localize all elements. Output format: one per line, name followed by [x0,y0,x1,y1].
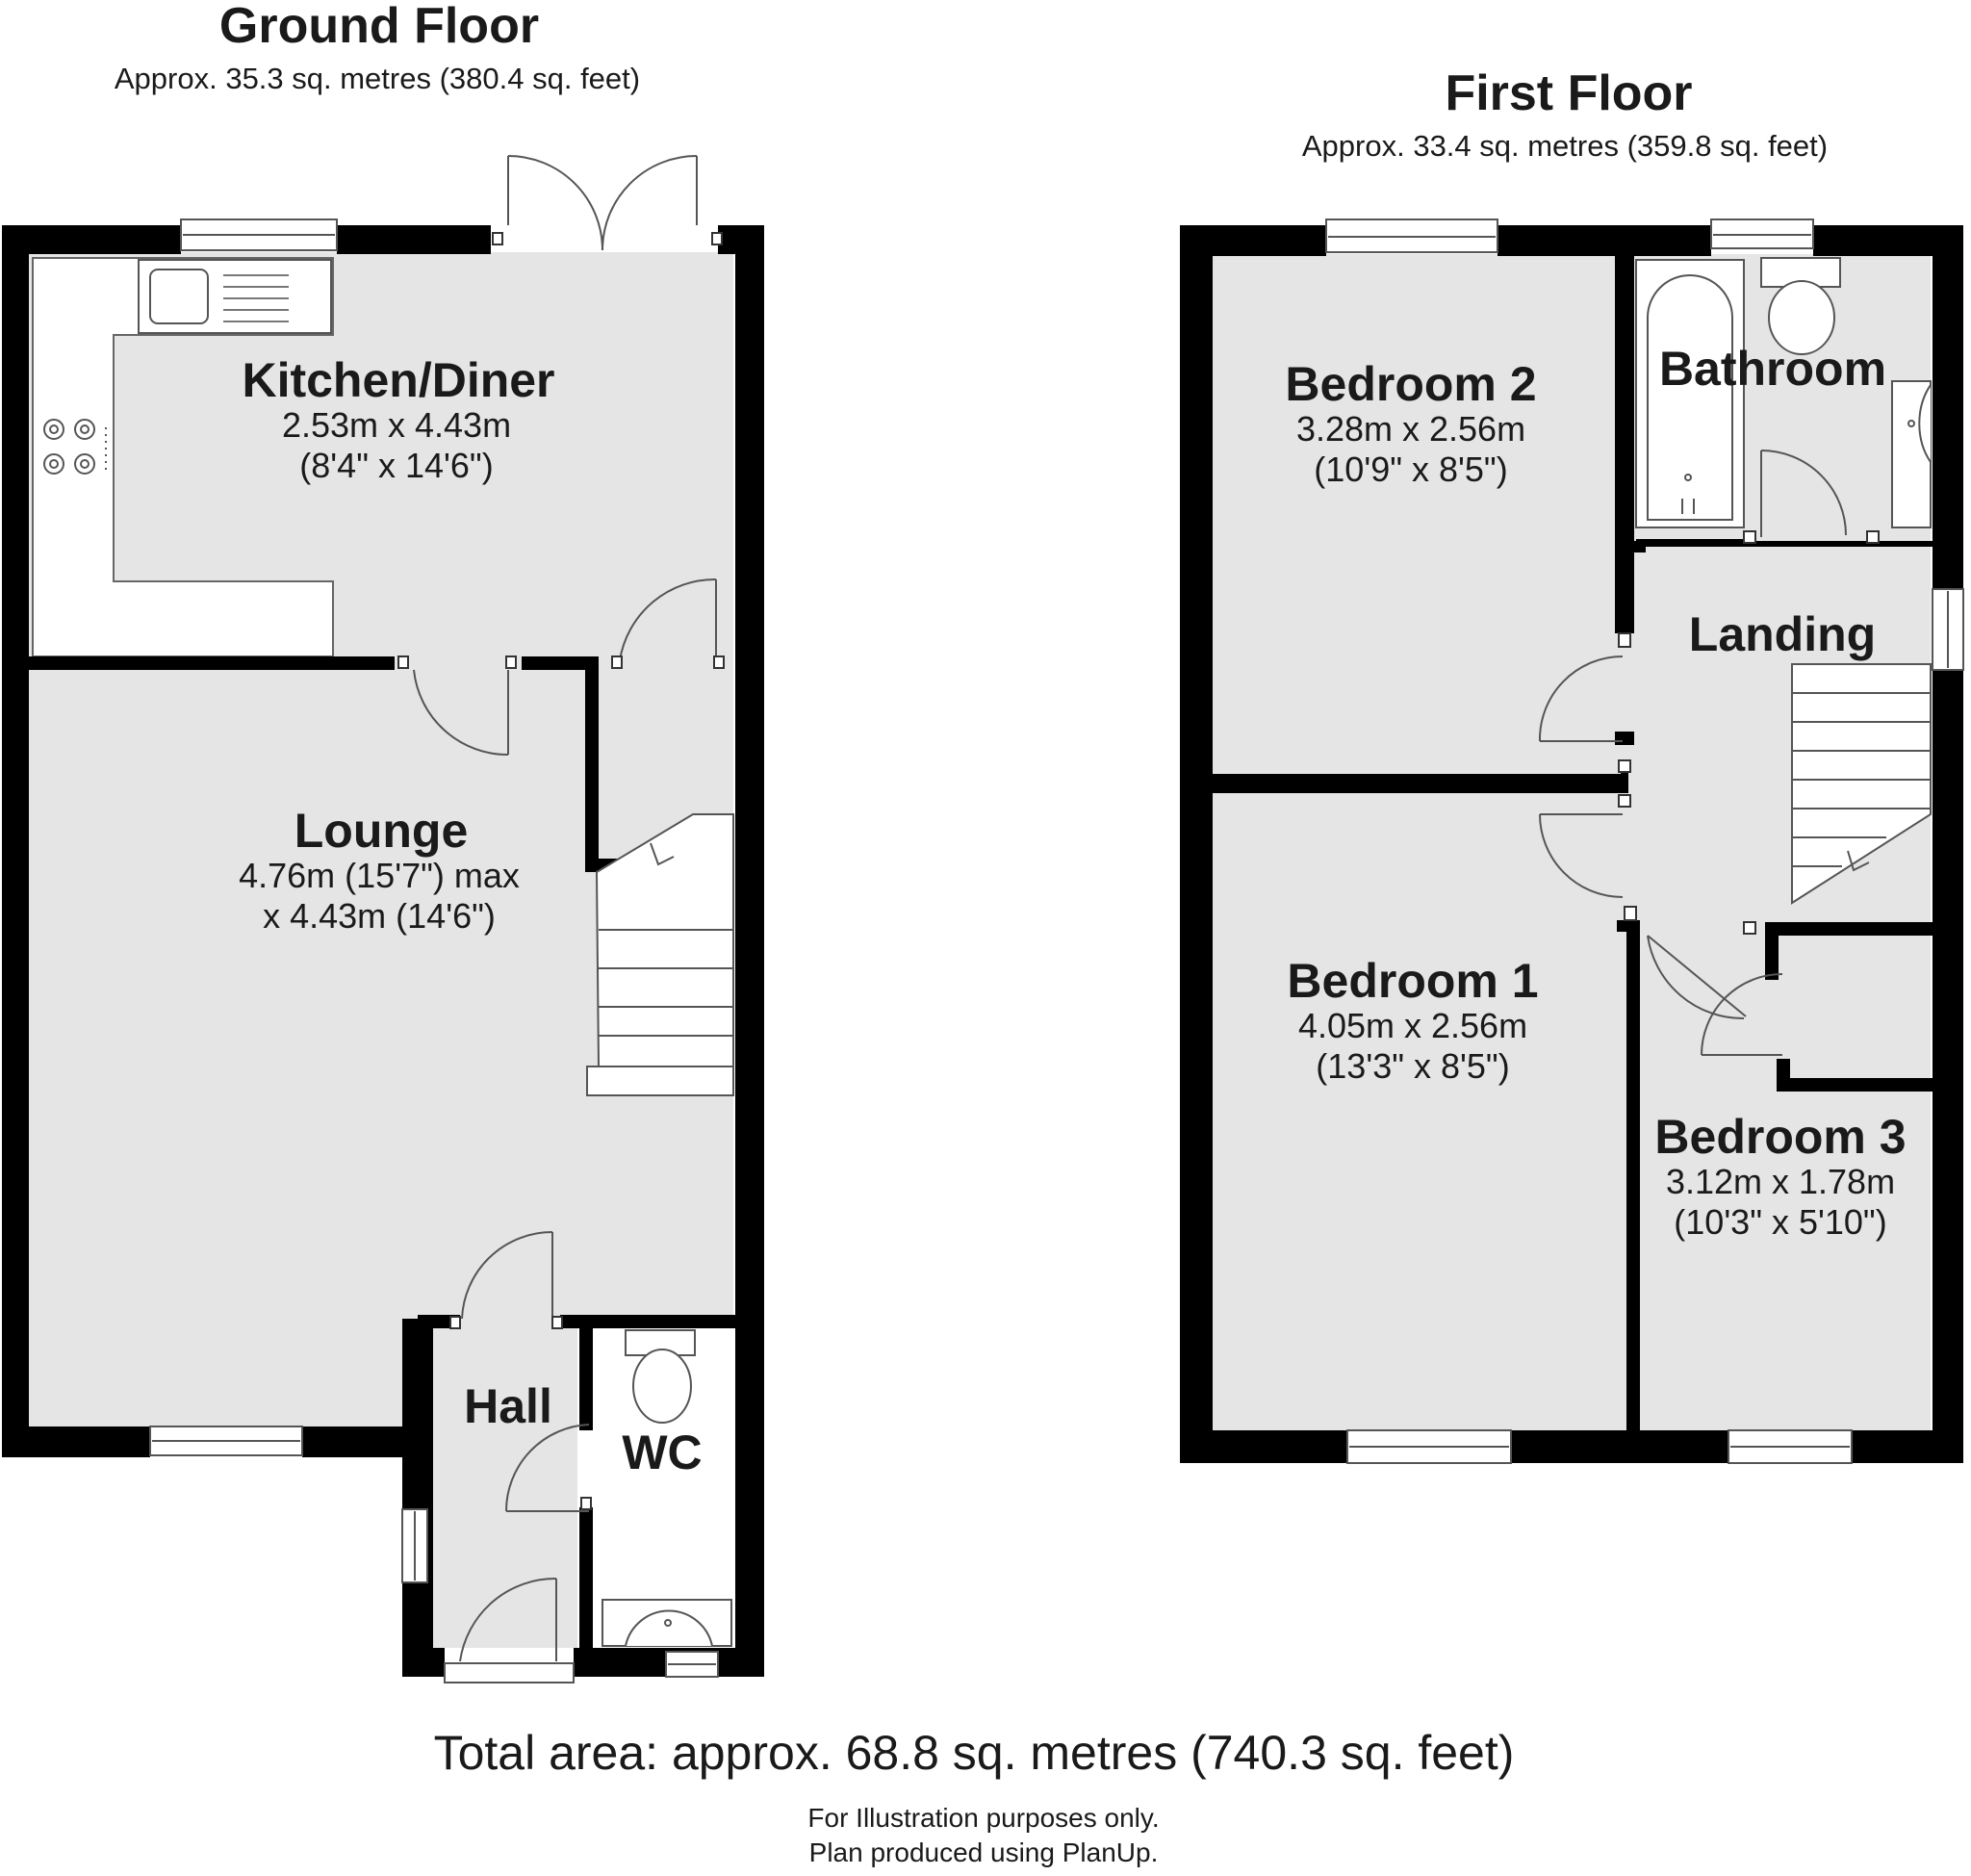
disclaimer: For Illustration purposes only. [807,1803,1159,1833]
first-floor-area-text: Approx. 33.4 sq. metres (359.8 sq. feet) [1302,129,1828,163]
first-floor-area [1211,254,1931,1430]
bedroom2-dim-metric: 3.28m x 2.56m [1296,409,1525,449]
first-stairs [1791,663,1932,905]
bathroom-basin-icon [1891,380,1932,528]
ground-floor-title: Ground Floor [219,0,539,54]
bedroom1-dim-metric: 4.05m x 2.56m [1298,1006,1527,1045]
ground-windows [149,218,719,1683]
door-posts [397,232,725,1510]
bedroom2-dim-imperial: (10'9" x 8'5") [1314,450,1507,489]
kitchen-dim-metric: 2.53m x 4.43m [282,405,511,445]
wc-basin-icon [602,1599,732,1647]
bedroom1-name: Bedroom 1 [1287,954,1538,1008]
lounge-dim-1: 4.76m (15'7") max [239,856,520,895]
lounge-name: Lounge [294,804,469,858]
bathroom-toilet-icon [1760,257,1841,355]
bath-icon [1635,259,1745,528]
ground-doors [413,155,717,1662]
bedroom1-dim-imperial: (13'3" x 8'5") [1316,1046,1509,1086]
first-floor-title: First Floor [1445,65,1692,121]
ground-floor-plan [2,155,764,1683]
bedroom2-name: Bedroom 2 [1285,357,1536,411]
bedroom3-dim-imperial: (10'3" x 5'10") [1674,1202,1886,1242]
bathroom-name: Bathroom [1659,342,1886,396]
bedroom3-dim-metric: 3.12m x 1.78m [1666,1162,1895,1201]
kitchen-dim-imperial: (8'4" x 14'6") [299,446,493,485]
total-area: Total area: approx. 68.8 sq. metres (740… [434,1726,1515,1780]
bedroom3-name: Bedroom 3 [1654,1110,1906,1164]
first-windows [1325,218,1964,1464]
kitchen-sink-icon [138,259,332,334]
landing-name: Landing [1689,607,1876,661]
first-doors [1538,450,1847,1056]
ground-floor-area-text: Approx. 35.3 sq. metres (380.4 sq. feet) [115,62,640,95]
produced-by: Plan produced using PlanUp. [809,1837,1159,1867]
first-floor-plan [1180,218,1964,1464]
ground-floor-labels: Ground Floor Approx. 35.3 sq. metres (38… [115,0,703,1479]
first-door-posts [1618,530,1880,935]
ground-floor-walls [2,225,764,1677]
wc-name: WC [622,1426,702,1479]
kitchen-name: Kitchen/Diner [242,353,554,407]
toilet-icon [625,1329,696,1424]
ground-stairs [586,813,734,1096]
hall-name: Hall [464,1379,552,1433]
hob-icon [43,419,107,475]
lounge-dim-2: x 4.43m (14'6") [263,896,496,936]
footer-labels: Total area: approx. 68.8 sq. metres (740… [434,1726,1515,1867]
first-floor-walls [1180,225,1963,1463]
first-floor-labels: First Floor Approx. 33.4 sq. metres (359… [1285,65,1906,1242]
front-door-frame [444,1662,575,1683]
